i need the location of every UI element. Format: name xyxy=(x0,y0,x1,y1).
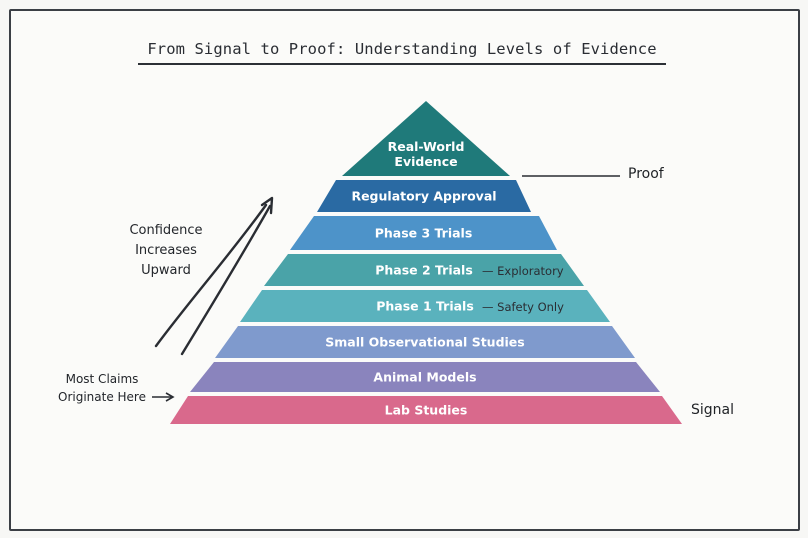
pyramid-tier-6 xyxy=(215,326,635,358)
pyramid-tier-3 xyxy=(290,216,557,250)
pyramid-tier-1 xyxy=(342,101,510,176)
confidence-note: Confidence Increases Upward xyxy=(116,221,216,281)
pyramid-tier-8 xyxy=(170,396,682,424)
tier-label-7: Animal Models xyxy=(373,370,476,385)
origin-note: Most Claims Originate Here xyxy=(50,370,154,406)
diagram-title: From Signal to Proof: Understanding Leve… xyxy=(147,40,657,58)
confidence-line-2: Increases xyxy=(135,243,197,258)
tier-label-2: Regulatory Approval xyxy=(351,189,496,204)
tier-label-1-line-1: Real-World xyxy=(388,139,465,154)
confidence-arrow-left xyxy=(154,203,268,348)
arrow-head-icon xyxy=(260,196,274,215)
tier-label-3: Phase 3 Trials xyxy=(375,226,473,241)
pyramid-tier-4 xyxy=(264,254,584,286)
signal-label: Signal xyxy=(691,402,735,418)
confidence-line-1: Confidence xyxy=(129,223,203,238)
tier-label-4: Phase 2 Trials xyxy=(375,263,473,278)
confidence-line-3: Upward xyxy=(141,263,191,278)
pyramid-tier-7 xyxy=(190,362,660,392)
proof-label: Proof xyxy=(628,166,664,182)
tier-label-6: Small Observational Studies xyxy=(325,335,524,350)
safety-only-note: — Safety Only xyxy=(482,300,564,314)
origin-line-2: Originate Here xyxy=(58,390,146,404)
tier-label-5: Phase 1 Trials xyxy=(376,299,474,314)
tier-label-8: Lab Studies xyxy=(385,403,468,418)
tier-label-1-line-2: Evidence xyxy=(394,154,457,169)
title-underline xyxy=(138,63,666,65)
origin-line-1: Most Claims xyxy=(65,372,139,386)
confidence-arrow-right xyxy=(180,204,272,356)
pyramid-tier-2 xyxy=(317,180,531,212)
exploratory-note: — Exploratory xyxy=(482,264,564,278)
origin-arrow-head-icon xyxy=(165,392,175,402)
pyramid-tier-5 xyxy=(240,290,610,322)
